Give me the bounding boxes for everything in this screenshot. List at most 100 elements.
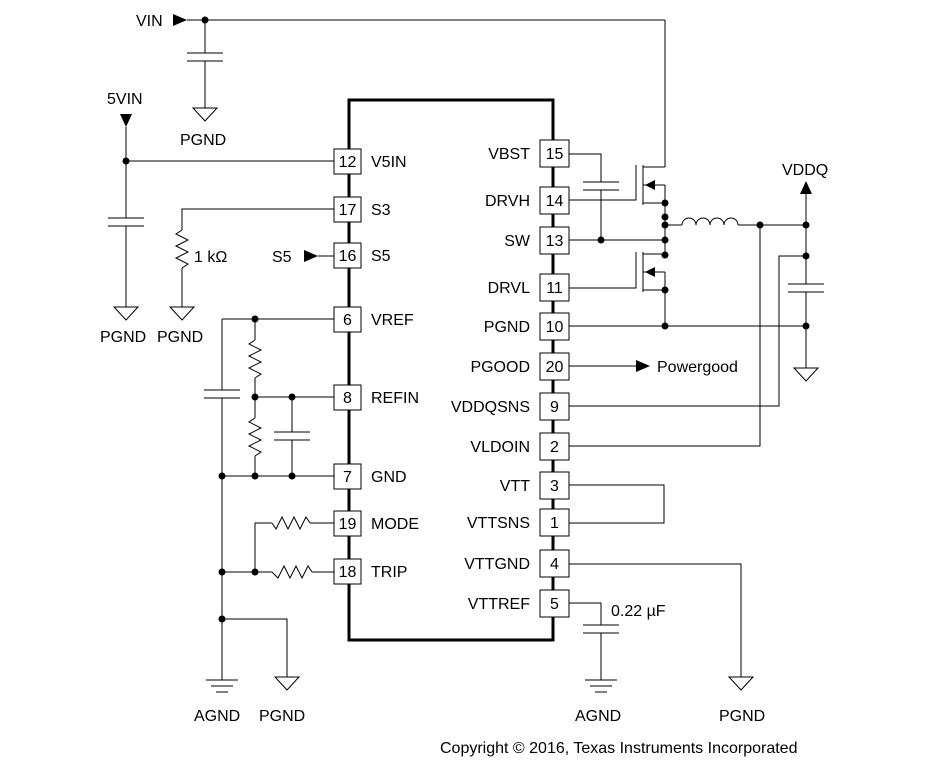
- vtt-vttsns-loop: [569, 484, 665, 524]
- pin-label: VTTSNS: [467, 515, 530, 532]
- trip-resistor-icon: [271, 564, 313, 580]
- pin-label: VTTREF: [468, 596, 530, 613]
- pin-label: V5IN: [371, 154, 407, 171]
- s5-net: S5: [272, 249, 334, 266]
- vttref-cap-value: 0.22 µF: [611, 603, 666, 620]
- pgnd-ground-icon: [168, 306, 196, 321]
- copyright-notice: Copyright © 2016, Texas Instruments Inco…: [440, 740, 797, 757]
- pin-label: MODE: [371, 516, 419, 533]
- pin-label: TRIP: [371, 564, 407, 581]
- pgnd-ground-icon: [727, 676, 755, 691]
- pin-label: GND: [371, 469, 407, 486]
- pgnd-ground-icon: [112, 306, 140, 321]
- pin-label: S5: [371, 248, 391, 265]
- pin-mode: 19 MODE: [333, 510, 419, 537]
- vttgnd-net: PGND: [569, 563, 765, 725]
- pin-label: PGND: [484, 319, 530, 336]
- pgood-net: Powergood: [569, 359, 738, 376]
- pin-gnd: 7 GND: [333, 463, 407, 490]
- pin-number: 16: [339, 248, 357, 265]
- pin-number: 13: [546, 233, 564, 250]
- pin-label: VTTGND: [464, 556, 530, 573]
- pin-trip: 18 TRIP: [333, 558, 407, 585]
- v5in-net: 5VIN PGND: [100, 91, 334, 346]
- pin-vtt: 3 VTT: [500, 471, 570, 500]
- vin-label: VIN: [136, 13, 163, 30]
- s3-net: 1 kΩ PGND: [157, 208, 334, 346]
- pin-number: 19: [339, 516, 357, 533]
- vref-network: [204, 315, 334, 680]
- pgnd-label: PGND: [100, 329, 146, 346]
- powergood-arrow-icon: [636, 360, 650, 372]
- pin-drvl: 11 DRVL: [488, 273, 570, 302]
- pin-number: 3: [550, 478, 559, 495]
- pgnd-label: PGND: [719, 708, 765, 725]
- pgnd-ground-icon: [792, 367, 820, 382]
- pin-drvh: 14 DRVH: [485, 186, 570, 215]
- pin-number: 12: [339, 154, 357, 171]
- mode-trip-network: [218, 515, 334, 677]
- pin-number: 14: [546, 193, 564, 210]
- pin-s5: 16 S5: [333, 242, 391, 269]
- pin-number: 6: [343, 312, 352, 329]
- pin-v5in: 12 V5IN: [333, 148, 407, 175]
- pin-s3: 17 S3: [333, 196, 391, 223]
- pgnd-ground-icon: [273, 676, 301, 691]
- pin-label: VBST: [488, 146, 530, 163]
- pin-number: 20: [546, 359, 564, 376]
- inductor-icon: [681, 217, 739, 226]
- vin-arrow-icon: [173, 14, 187, 26]
- pin-label: VDDQSNS: [451, 399, 530, 416]
- agnd-label: AGND: [194, 708, 240, 725]
- s5-input-label: S5: [272, 249, 292, 266]
- powergood-label: Powergood: [657, 359, 738, 376]
- pin-vttgnd: 4 VTTGND: [464, 549, 570, 578]
- vttref-net: 0.22 µF AGND: [569, 602, 666, 725]
- pin-vref: 6 VREF: [333, 306, 414, 333]
- pin-label: VLDOIN: [470, 439, 530, 456]
- pin-label: REFIN: [371, 390, 419, 407]
- s5-arrow-icon: [304, 250, 318, 262]
- pin-vbst: 15 VBST: [488, 139, 570, 168]
- pin-vldoin: 2 VLDOIN: [470, 432, 570, 461]
- pin-label: S3: [371, 202, 391, 219]
- pin-label: VTT: [500, 478, 530, 495]
- pin-label: VREF: [371, 312, 414, 329]
- pin-number: 15: [546, 146, 564, 163]
- pin-number: 2: [550, 439, 559, 456]
- low-side-mosfet-icon: [569, 240, 666, 326]
- pin-pgnd: 10 PGND: [484, 312, 570, 341]
- vddq-arrow-icon: [800, 181, 812, 194]
- vddq-label: VDDQ: [782, 162, 828, 179]
- pgnd-ground-icon: [191, 107, 219, 122]
- mode-resistor-icon: [271, 515, 311, 531]
- bottom-left-grounds: AGND PGND: [194, 676, 305, 725]
- pin-vttsns: 1 VTTSNS: [467, 508, 570, 537]
- pin-number: 5: [550, 596, 559, 613]
- vin-net: VIN PGND: [136, 13, 666, 167]
- pgnd-label: PGND: [157, 329, 203, 346]
- pin-label: PGOOD: [470, 359, 530, 376]
- pin-number: 18: [339, 564, 357, 581]
- pin-pgood: 20 PGOOD: [470, 352, 570, 381]
- pin-number: 9: [550, 399, 559, 416]
- power-stage: VDDQ: [569, 153, 828, 447]
- pin-number: 1: [550, 515, 559, 532]
- high-side-mosfet-icon: [569, 165, 666, 240]
- v5in-arrow-icon: [120, 114, 132, 127]
- pin-label: SW: [504, 233, 531, 250]
- pin-number: 17: [339, 202, 357, 219]
- vref-divider-resistor-icon: [247, 339, 263, 379]
- pin-number: 7: [343, 469, 352, 486]
- s3-resistor-icon: [174, 229, 190, 269]
- pgnd-label: PGND: [259, 708, 305, 725]
- pin-number: 10: [546, 319, 564, 336]
- pgnd-label: PGND: [180, 132, 226, 149]
- pin-vttref: 5 VTTREF: [468, 589, 570, 618]
- s3-resistor-value: 1 kΩ: [194, 249, 227, 266]
- refin-divider-resistor-icon: [247, 417, 263, 457]
- pin-label: DRVH: [485, 193, 530, 210]
- pin-label: DRVL: [488, 280, 530, 297]
- pin-refin: 8 REFIN: [333, 384, 419, 411]
